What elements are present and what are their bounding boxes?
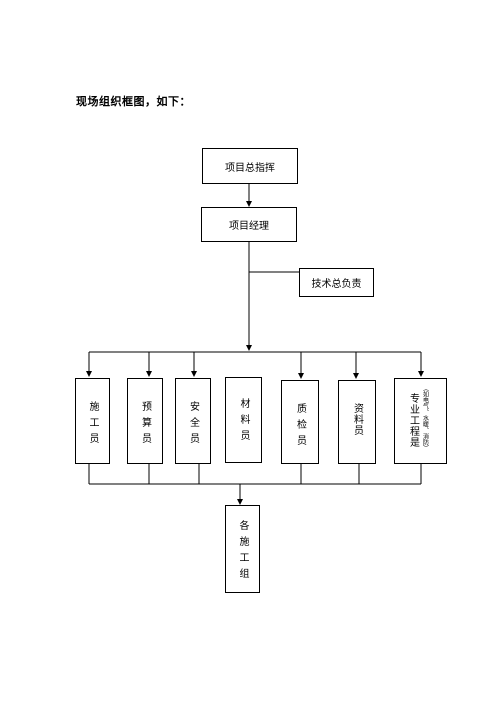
tech-lead-box: 技术总负责 bbox=[299, 268, 374, 297]
project-commander-label: 项目总指挥 bbox=[225, 162, 275, 174]
page-heading: 现场组织框图，如下： bbox=[76, 95, 191, 108]
construction-teams-box: 各施工组 bbox=[225, 505, 260, 593]
project-commander-box: 项目总指挥 bbox=[202, 148, 298, 184]
safety-staff-label: 安全员 bbox=[187, 401, 199, 449]
quality-staff-box: 质检员 bbox=[281, 380, 319, 464]
material-staff-box: 材料员 bbox=[225, 377, 262, 463]
construction-staff-box: 施工员 bbox=[75, 378, 110, 464]
specialist-engineer-label: 专业工程是 bbox=[407, 393, 419, 448]
project-manager-label: 项目经理 bbox=[229, 221, 269, 232]
specialist-engineer-note: （如电气、水暖、消防） bbox=[421, 385, 429, 451]
budget-staff-label: 预算员 bbox=[139, 401, 151, 449]
records-staff-box: 资料员 bbox=[338, 380, 376, 464]
budget-staff-box: 预算员 bbox=[127, 378, 163, 464]
material-staff-label: 材料员 bbox=[238, 398, 249, 446]
records-staff-label: 资料员 bbox=[351, 403, 363, 436]
quality-staff-label: 质检员 bbox=[294, 403, 306, 451]
specialist-engineer-box: 专业工程是 （如电气、水暖、消防） bbox=[394, 378, 447, 464]
tech-lead-label: 技术总负责 bbox=[311, 279, 362, 290]
construction-teams-label: 各施工组 bbox=[237, 520, 248, 584]
construction-staff-label: 施工员 bbox=[87, 401, 98, 449]
project-manager-box: 项目经理 bbox=[201, 207, 297, 242]
safety-staff-box: 安全员 bbox=[175, 378, 211, 464]
